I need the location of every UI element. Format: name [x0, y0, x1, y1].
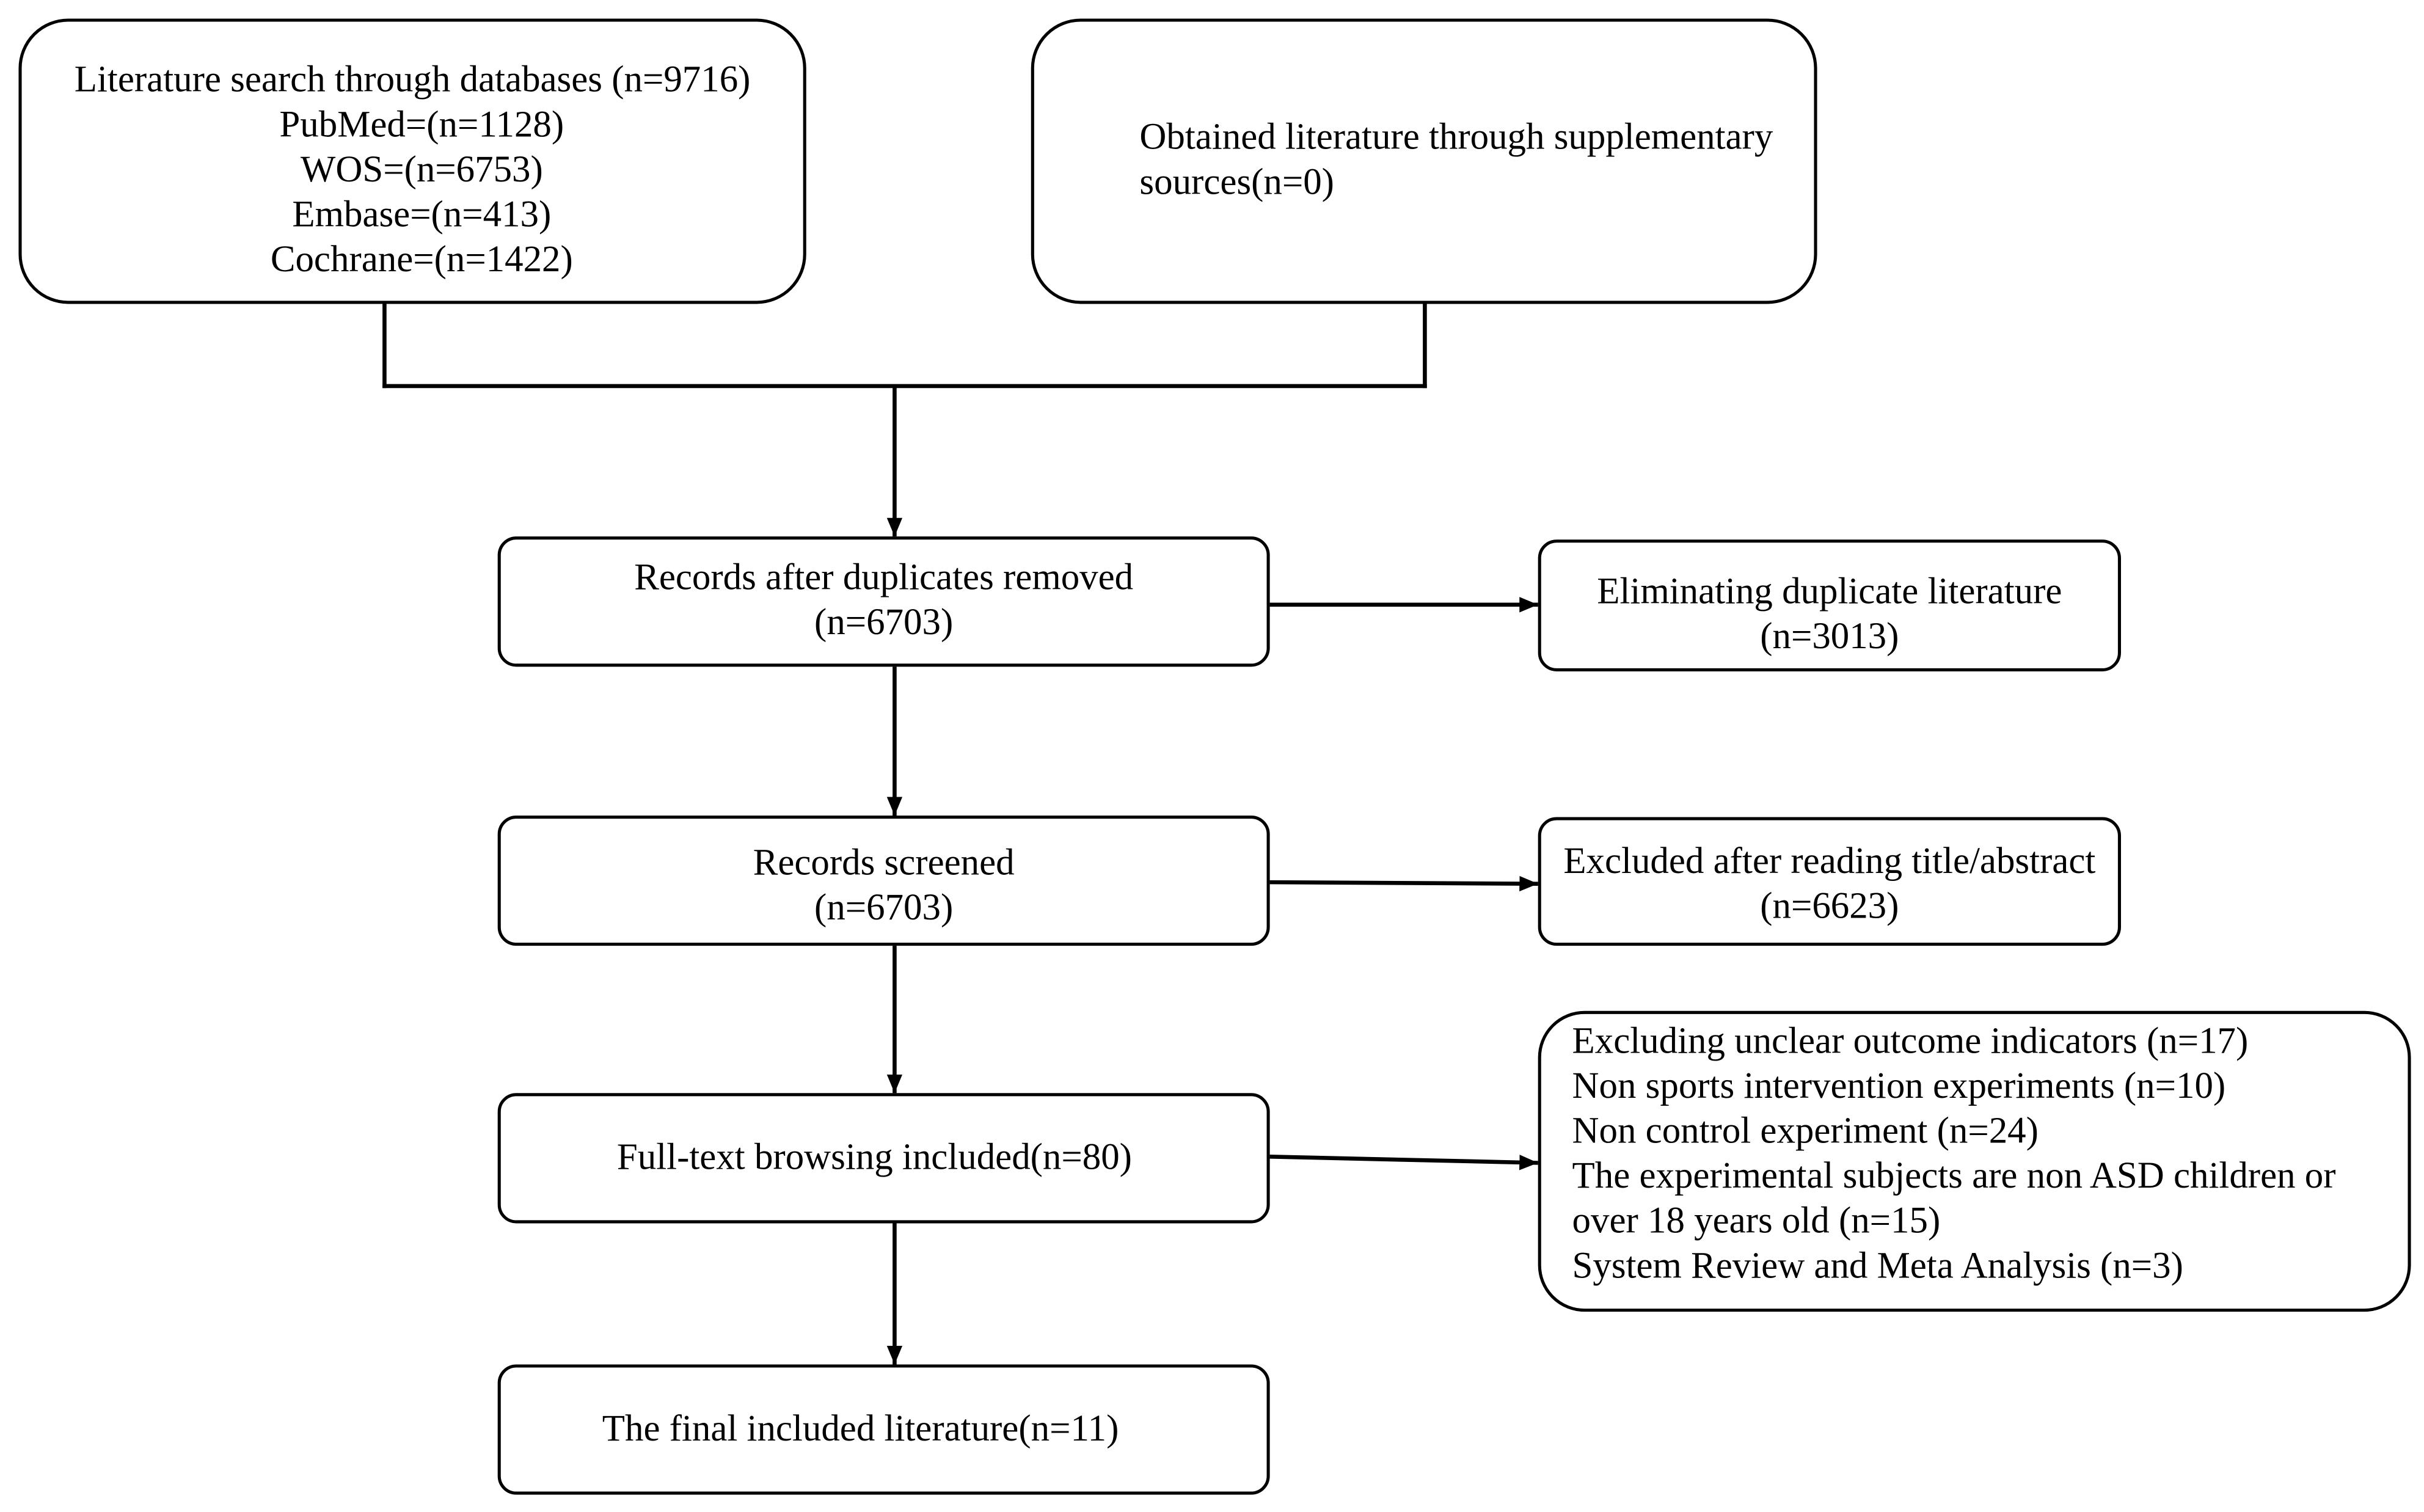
full-text-exclusions-box: Excluding unclear outcome indicators (n=…	[1538, 1010, 2411, 1312]
duplicates-eliminated-box: Eliminating duplicate literature (n=3013…	[1538, 539, 2121, 671]
cochrane-count: Cochrane=(n=1422)	[270, 239, 573, 280]
pubmed-count: PubMed=(n=1128)	[279, 104, 564, 145]
exclusion-reason: Excluding unclear outcome indicators (n=…	[1572, 1021, 2249, 1062]
full-text-included-box: Full-text browsing included(n=80)	[497, 1093, 1270, 1224]
database-search-box: Literature search through databases (n=9…	[18, 18, 806, 304]
embase-count: Embase=(n=413)	[292, 194, 552, 235]
excluded-title-abstract-count: (n=6623)	[1760, 886, 1899, 927]
records-screened-label: Records screened	[753, 843, 1015, 884]
records-screened-count: (n=6703)	[814, 888, 954, 929]
records-after-duplicates-removed-label: Records after duplicates removed	[634, 558, 1134, 599]
wos-count: WOS=(n=6753)	[300, 149, 543, 190]
excluded-title-abstract-box: Excluded after reading title/abstract (n…	[1538, 817, 2121, 946]
excluded-title-abstract-label: Excluded after reading title/abstract	[1563, 841, 2096, 882]
database-search-title: Literature search through databases (n=9…	[74, 59, 751, 100]
records-after-duplicates-removed-box: Records after duplicates removed (n=6703…	[497, 536, 1270, 667]
full-text-included-label: Full-text browsing included(n=80)	[616, 1137, 1132, 1178]
records-screened-box: Records screened (n=6703)	[497, 815, 1270, 946]
duplicates-eliminated-label: Eliminating duplicate literature	[1597, 571, 2062, 612]
exclusion-reason: System Review and Meta Analysis (n=3)	[1572, 1246, 2183, 1287]
exclusion-reason: Non sports intervention experiments (n=1…	[1572, 1067, 2226, 1108]
final-included-label: The final included literature(n=11)	[602, 1408, 1119, 1449]
full-text-exclusions-list: Excluding unclear outcome indicators (n=…	[1572, 1020, 2356, 1290]
records-after-duplicates-removed-count: (n=6703)	[814, 603, 954, 644]
arrow-to-full-text-exclusions	[1269, 1155, 1538, 1171]
supplementary-sources-box: Obtained literature through supplementar…	[1031, 18, 1817, 304]
arrow-to-excluded-title-abstract	[1269, 875, 1538, 892]
final-included-box: The final included literature(n=11)	[497, 1364, 1270, 1495]
duplicates-eliminated-count: (n=3013)	[1760, 616, 1899, 657]
supplementary-sources-text: Obtained literature through supplementar…	[1139, 117, 1773, 203]
exclusion-reason: The experimental subjects are non ASD ch…	[1572, 1156, 2336, 1242]
exclusion-reason: Non control experiment (n=24)	[1572, 1111, 2039, 1152]
